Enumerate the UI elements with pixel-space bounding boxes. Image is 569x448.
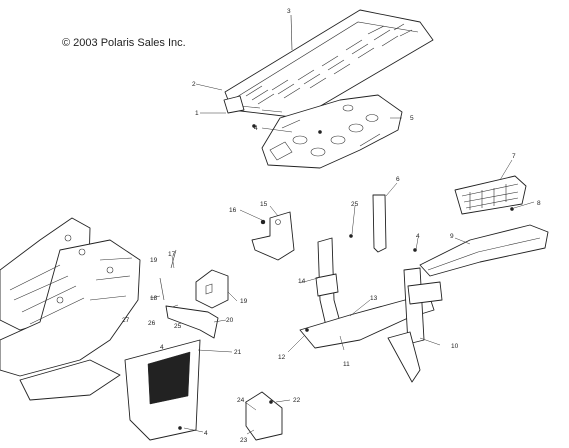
- copyright-notice: © 2003 Polaris Sales Inc.: [62, 37, 186, 49]
- callout-14: 14: [298, 278, 306, 285]
- callout-15: 15: [260, 201, 268, 208]
- callout-25b: 25: [174, 323, 182, 330]
- bracket-6: [372, 194, 387, 253]
- callout-19: 19: [150, 257, 158, 264]
- bar-20: [165, 305, 219, 339]
- callout-25: 25: [351, 201, 359, 208]
- front-bumper: [419, 224, 549, 277]
- callout-4b: 4: [416, 233, 420, 240]
- callout-3: 3: [287, 8, 291, 15]
- callout-24: 24: [237, 397, 245, 404]
- callout-26: 26: [148, 320, 156, 327]
- callout-11: 11: [343, 361, 350, 368]
- support-14: [315, 237, 341, 327]
- callout-22: 22: [293, 397, 301, 404]
- bracket-15: [251, 211, 295, 261]
- callout-20: 20: [226, 317, 234, 324]
- callout-10: 10: [451, 343, 459, 350]
- callout-18: 18: [150, 295, 158, 302]
- callout-1: 1: [195, 110, 199, 117]
- callout-23: 23: [240, 437, 248, 444]
- fasteners: [159, 14, 514, 430]
- callout-5: 5: [410, 115, 414, 122]
- callout-4c: 4: [160, 344, 164, 351]
- callout-13: 13: [370, 295, 378, 302]
- box-19: [195, 269, 229, 309]
- skid-plate-21: [124, 339, 201, 441]
- callout-4d: 4: [204, 430, 208, 437]
- rack-lower-plate: [261, 94, 403, 169]
- callout-7: 7: [512, 153, 516, 160]
- callout-2: 2: [192, 81, 196, 88]
- callout-21: 21: [234, 349, 242, 356]
- leader-lines: [149, 83, 535, 435]
- callout-9: 9: [450, 233, 454, 240]
- reflector-part: [454, 175, 527, 215]
- guard-23: [245, 391, 283, 441]
- down-tube-10: [387, 331, 421, 383]
- callout-16: 16: [229, 207, 237, 214]
- chassis-frame: [0, 217, 141, 401]
- callout-17: 17: [168, 251, 176, 258]
- callout-6: 6: [396, 176, 400, 183]
- callout-8: 8: [537, 200, 541, 207]
- front-frame-11: [299, 267, 443, 349]
- callout-19b: 19: [240, 298, 248, 305]
- callout-27: 27: [122, 317, 130, 324]
- rack-top-plate: [223, 9, 434, 119]
- callout-12: 12: [278, 354, 286, 361]
- callout-4: 4: [254, 125, 258, 132]
- callout-labels: 3 2 1 4 5 7 6 8 15 16 25 9 4 17 19 14 18…: [122, 8, 541, 444]
